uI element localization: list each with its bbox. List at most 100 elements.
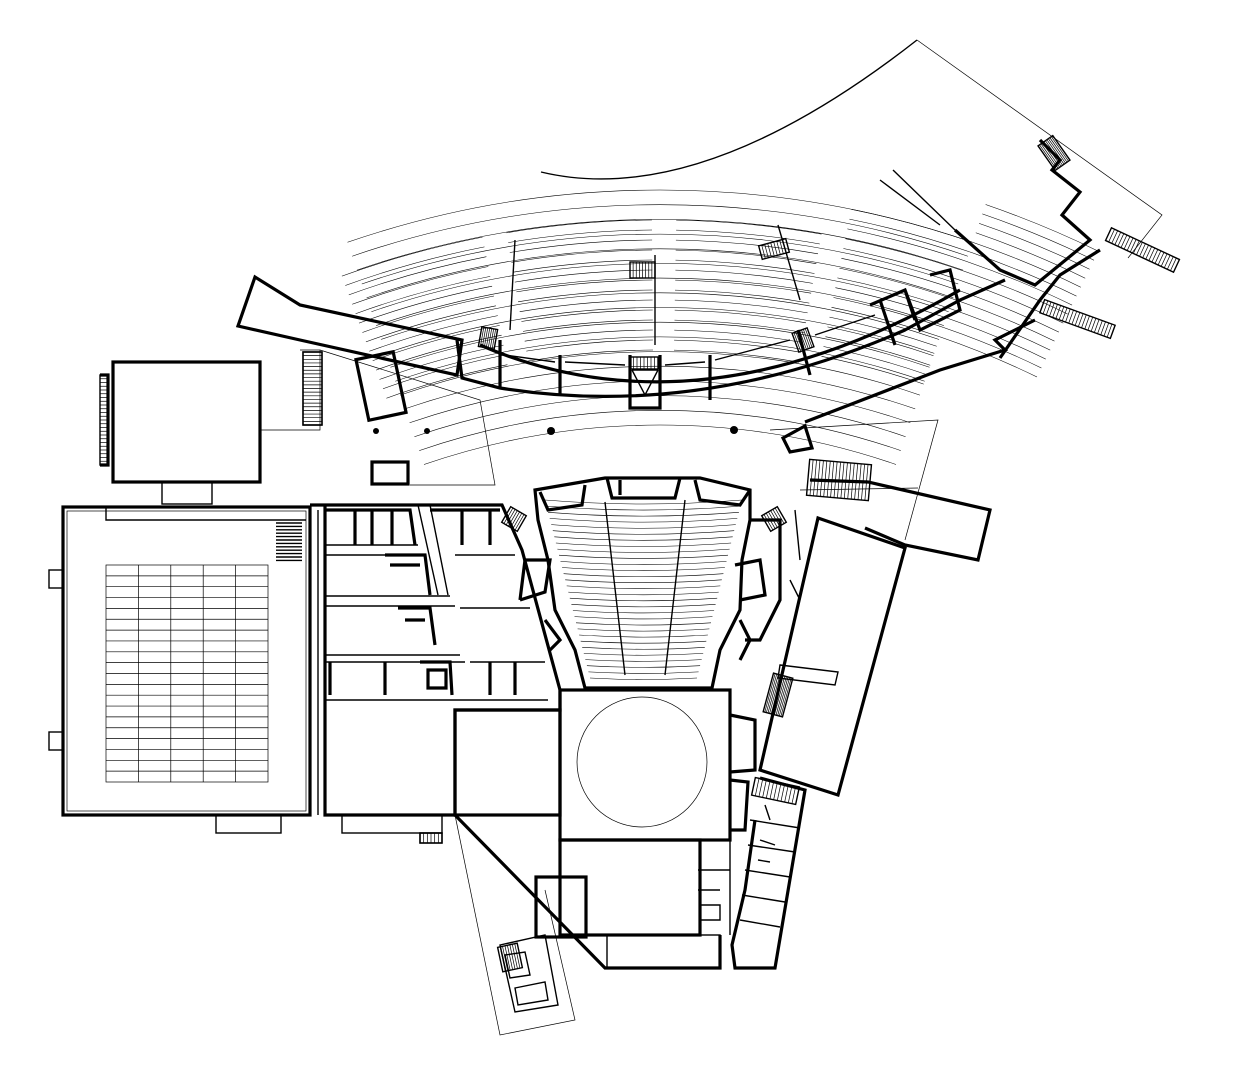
- seat-row: [575, 622, 712, 626]
- stair-tread: [813, 459, 817, 496]
- ticket-booth: [370, 460, 410, 486]
- seat-row: [675, 279, 812, 294]
- stair-tread: [1048, 138, 1066, 164]
- stair-tread: [1123, 236, 1131, 250]
- stair-flight: [762, 672, 794, 718]
- stair-outline: [500, 505, 528, 533]
- stair-tread: [795, 331, 803, 351]
- stair-tread: [1049, 137, 1068, 163]
- stair-tread: [854, 463, 859, 500]
- stair-tread: [1129, 239, 1137, 253]
- seat-row: [562, 567, 725, 571]
- seat-row: [379, 344, 504, 380]
- stair-tread: [780, 783, 786, 802]
- stair-tread: [1145, 246, 1152, 260]
- stage-arena: [558, 688, 757, 842]
- seat-row: [555, 542, 732, 547]
- seat-row: [956, 289, 1060, 333]
- seat-block-divider: [879, 179, 941, 226]
- stair-tread: [777, 676, 789, 716]
- east-entrance-block: [809, 478, 992, 562]
- stair-tread: [1074, 312, 1081, 326]
- stair-tread: [801, 329, 809, 349]
- seat-row: [566, 585, 721, 589]
- stair-tread: [1114, 231, 1122, 245]
- east-corridor: [777, 509, 839, 686]
- seat-row: [577, 628, 710, 632]
- south-bottom-room: [606, 934, 721, 969]
- loading-dock: [534, 875, 588, 939]
- seat-row: [946, 317, 1046, 360]
- auditorium-rear-wall: [540, 39, 918, 180]
- seat-row: [345, 246, 485, 286]
- stair-tread: [766, 673, 778, 713]
- seat-row: [676, 219, 822, 235]
- stair-tread: [774, 676, 786, 715]
- seat-row: [673, 349, 799, 363]
- column: [373, 428, 379, 434]
- west-hall-floor-grid: [105, 564, 269, 783]
- west-hall-outline: [61, 505, 312, 817]
- auditorium-lower-wall: [455, 278, 1006, 398]
- seat-row: [511, 249, 653, 263]
- stair-flight: [477, 325, 499, 351]
- seat-row: [985, 204, 1099, 252]
- seat-row: [409, 380, 911, 424]
- east-diagonal-wall: [998, 248, 1101, 359]
- stair-tread: [840, 462, 845, 499]
- seat-row: [837, 277, 950, 309]
- column: [730, 426, 738, 434]
- stair-tread: [1126, 237, 1134, 251]
- stair-tread: [1051, 136, 1069, 162]
- seat-row: [823, 346, 928, 375]
- stair-tread: [809, 459, 814, 496]
- seat-row: [552, 530, 735, 535]
- stair-tread: [1065, 308, 1071, 323]
- seat-row: [833, 297, 944, 328]
- seat-row: [513, 259, 653, 273]
- seat-row: [975, 232, 1086, 279]
- seat-row: [847, 228, 967, 262]
- southeast-block: [730, 776, 807, 970]
- stair-tread: [1160, 253, 1168, 267]
- south-central-blocks: [341, 708, 731, 1036]
- stair-tread: [505, 509, 516, 526]
- stair-tread: [1151, 249, 1159, 263]
- west-hall-door: [48, 569, 64, 589]
- seat-row: [565, 579, 722, 583]
- front-room-detail: [504, 314, 876, 397]
- stair-tread: [1043, 141, 1062, 167]
- stair-tread: [1058, 306, 1065, 320]
- seat-row: [582, 647, 705, 650]
- side-service-rooms: [869, 268, 962, 333]
- stair-tread: [502, 946, 509, 971]
- stair-tread: [847, 462, 852, 499]
- northwest-wing: [100, 274, 738, 505]
- stair-tread: [763, 514, 774, 531]
- stair-tread: [1084, 315, 1090, 330]
- seat-row: [563, 573, 724, 577]
- west-hall-door: [48, 731, 64, 751]
- stair-tread: [778, 677, 790, 717]
- seat-row: [571, 604, 716, 608]
- seat-row: [952, 298, 1055, 342]
- stair-tread: [1087, 316, 1094, 331]
- northwest-canopy-outline: [260, 349, 496, 486]
- stair-flight: [629, 356, 659, 370]
- seat-row: [386, 364, 508, 399]
- stair-tread: [1106, 323, 1113, 338]
- east-wing: [730, 248, 1101, 970]
- seat-row: [544, 499, 743, 505]
- west-hall-stage-edge: [105, 507, 306, 521]
- southwest-walkway-outline: [454, 814, 576, 1036]
- seat-row: [674, 309, 806, 324]
- seat-row: [382, 354, 506, 390]
- stair-tread: [1090, 318, 1097, 332]
- northwest-hall: [111, 360, 262, 484]
- stage-box: [558, 688, 732, 842]
- seat-row: [404, 365, 916, 410]
- stair-tread: [510, 511, 520, 528]
- seat-row: [423, 424, 897, 465]
- east-long-block: [758, 515, 907, 798]
- south-room-annex: [341, 814, 443, 834]
